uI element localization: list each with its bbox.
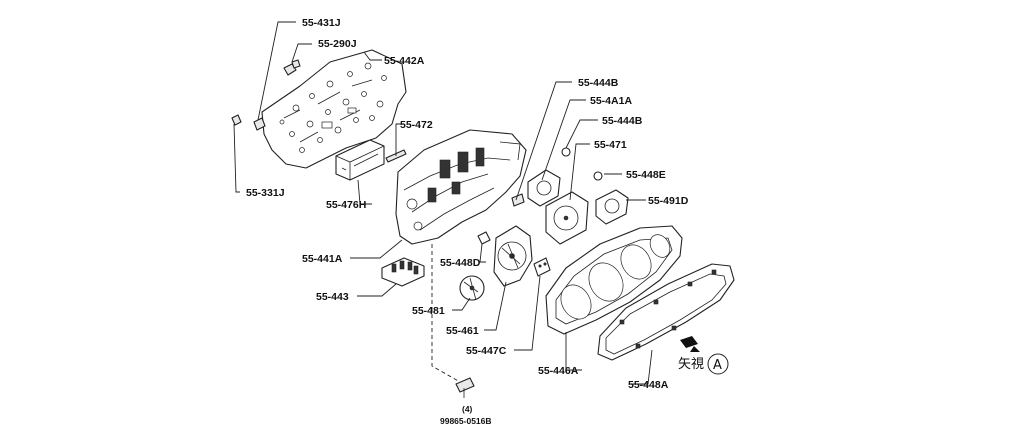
label-55-431j: 55-431J (302, 17, 341, 29)
label-55-443: 55-443 (316, 291, 349, 303)
label-55-4a1a: 55-4A1A (590, 95, 632, 107)
screw-99865 (455, 377, 475, 398)
module-476h (335, 139, 385, 181)
label-55-441a: 55-441A (302, 253, 343, 265)
label-55-444b-top: 55-444B (578, 77, 619, 89)
label-55-447c: 55-447C (466, 345, 507, 357)
label-55-446a: 55-446A (538, 365, 579, 377)
label-55-461: 55-461 (446, 325, 479, 337)
label-screw-part-number: 99865-0516B (440, 416, 492, 426)
clip-331j (231, 114, 242, 126)
view-direction-arrow-icon (680, 336, 700, 352)
view-marker-letter: A (713, 358, 722, 373)
plate-447c (533, 257, 551, 277)
bulb-448e (593, 171, 603, 181)
printed-circuit-board (261, 49, 407, 169)
label-55-448d: 55-448D (440, 257, 481, 269)
label-55-448a: 55-448A (628, 379, 669, 391)
label-screw-quantity: (4) (462, 404, 473, 414)
label-55-290j: 55-290J (318, 38, 357, 50)
gauge-461 (493, 225, 533, 287)
connector-443 (381, 257, 425, 287)
gauge-4a1a (527, 169, 561, 207)
bracket-444b-top (511, 193, 525, 207)
bracket-444b-mid (561, 147, 571, 157)
label-55-481: 55-481 (412, 305, 445, 317)
dial-panel (545, 225, 683, 335)
label-55-331j: 55-331J (246, 187, 285, 199)
meter-case (395, 129, 527, 245)
window-glass (597, 263, 735, 361)
label-55-476h: 55-476H (326, 199, 366, 211)
gauge-491d (595, 189, 629, 225)
connector-clip-431j (253, 117, 266, 131)
gauge-481 (459, 275, 485, 301)
leader-lines (233, 21, 653, 385)
label-55-491d: 55-491D (648, 195, 689, 207)
screw-290j (283, 59, 301, 76)
plate-448d (477, 231, 491, 245)
label-55-472: 55-472 (400, 119, 433, 131)
label-55-471: 55-471 (594, 139, 627, 151)
view-marker-circle (707, 353, 729, 375)
view-note-text: 矢視 (678, 357, 704, 372)
label-55-444b-mid: 55-444B (602, 115, 643, 127)
label-55-448e: 55-448E (626, 169, 666, 181)
gauge-471 (545, 191, 589, 245)
screw-alignment-line (431, 244, 461, 383)
label-55-442a: 55-442A (384, 55, 425, 67)
